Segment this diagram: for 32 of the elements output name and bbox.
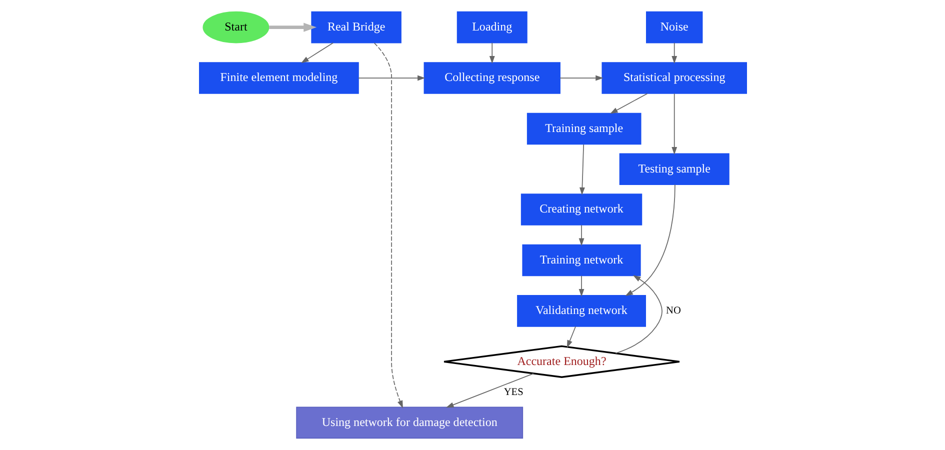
arrow bbox=[610, 93, 648, 114]
node-box: Testing sample bbox=[618, 153, 729, 186]
arrow bbox=[671, 93, 677, 155]
arrow bbox=[614, 275, 662, 354]
node-diamond: Accurate Enough? bbox=[442, 345, 680, 378]
node-box: Finite element modeling bbox=[198, 62, 358, 94]
arrow bbox=[358, 75, 425, 81]
arrow bbox=[300, 42, 334, 64]
node-box: Real Bridge bbox=[310, 11, 401, 44]
edge-label: YES bbox=[503, 386, 523, 398]
arrow bbox=[578, 275, 584, 297]
node-box: Creating network bbox=[520, 194, 642, 226]
node-box: Noise bbox=[646, 11, 702, 44]
arrow bbox=[445, 373, 534, 408]
arrow bbox=[373, 42, 402, 408]
arrow bbox=[579, 144, 584, 196]
node-ellipse: Start bbox=[202, 11, 269, 44]
arrow bbox=[268, 22, 316, 32]
node-box: Validating network bbox=[516, 295, 646, 327]
arrow bbox=[566, 326, 576, 348]
edge-label: NO bbox=[666, 306, 680, 317]
node-box: Statistical processing bbox=[601, 62, 746, 94]
arrow bbox=[624, 184, 675, 296]
node-box: Collecting response bbox=[423, 62, 560, 94]
arrow bbox=[578, 224, 584, 246]
node-box: Training sample bbox=[526, 112, 641, 145]
arrow bbox=[488, 42, 494, 64]
arrow bbox=[671, 42, 677, 64]
node-box: Loading bbox=[456, 11, 527, 44]
node-box: Training network bbox=[522, 244, 640, 276]
node-box: Using network for damage detection bbox=[296, 406, 523, 439]
arrow bbox=[559, 75, 603, 81]
